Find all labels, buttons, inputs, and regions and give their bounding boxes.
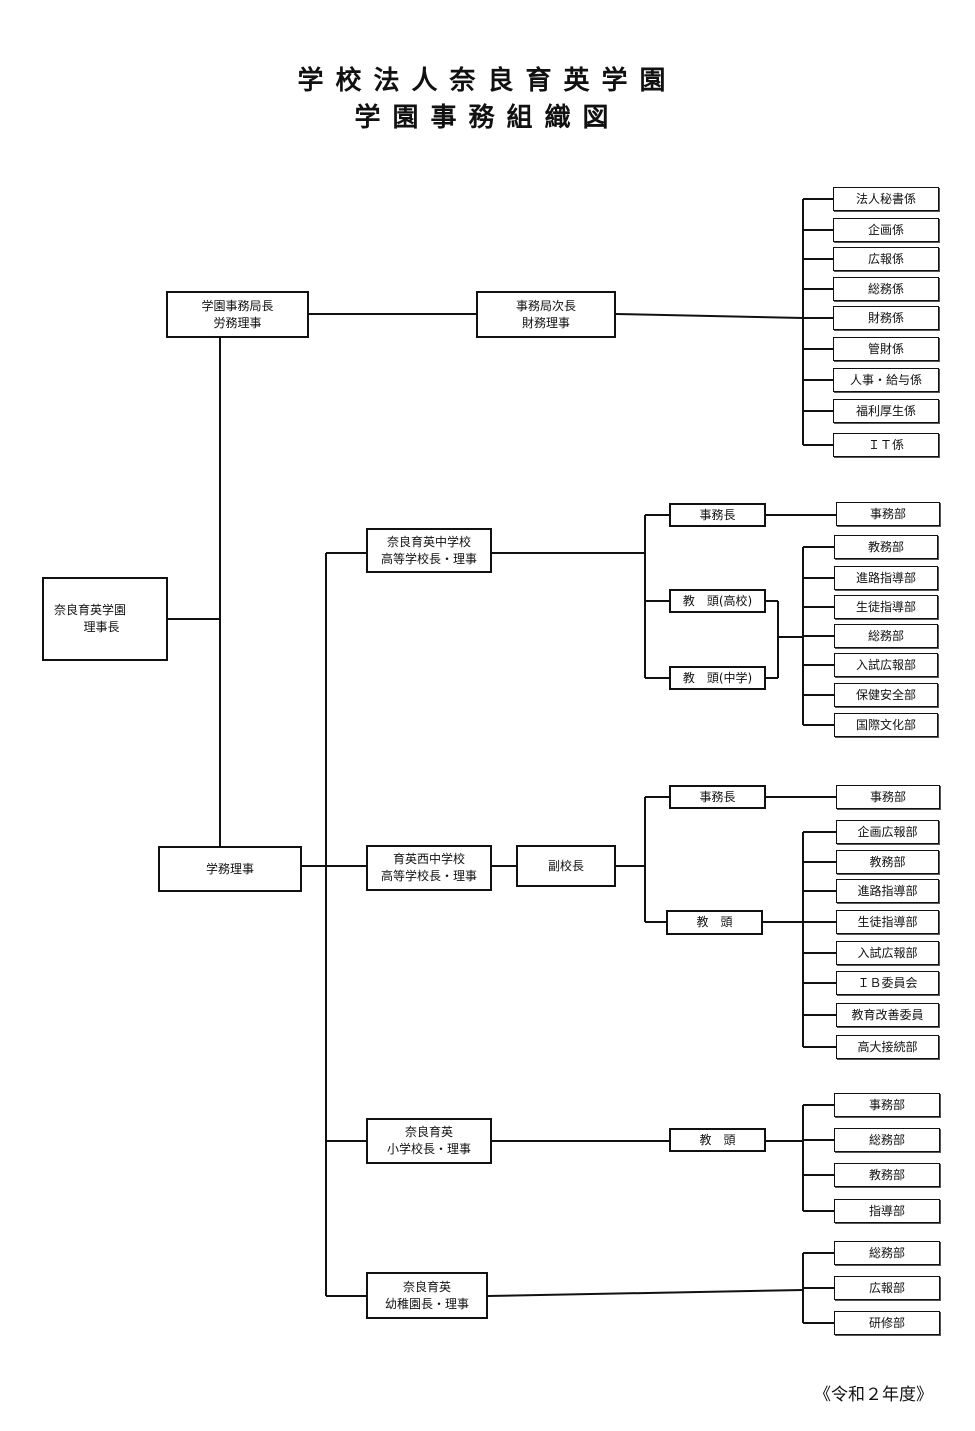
unit-box-office-units-7: 福利厚生係 — [833, 399, 939, 423]
unit-box-yochien-depts-2: 研修部 — [834, 1311, 940, 1335]
connector-line-4 — [615, 313, 804, 319]
unit-box-ikueinishi-jimubu-0: 事務部 — [836, 785, 940, 809]
unit-box-office-units-8: ＩＴ係 — [833, 433, 939, 457]
org-box-naraikuei-chukou: 奈良育英中学校 高等学校長・理事 — [366, 528, 492, 573]
org-box-shogakko-kyoto: 教 頭 — [669, 1128, 766, 1152]
chart-title-line1: 学校法人奈良育英学園 — [297, 66, 678, 96]
unit-box-naraikuei-depts-4: 入試広報部 — [834, 653, 938, 677]
unit-box-shogakko-depts-0: 事務部 — [834, 1093, 940, 1117]
unit-box-ikueinishi-depts-3: 生徒指導部 — [836, 910, 939, 934]
unit-box-office-units-0: 法人秘書係 — [833, 187, 939, 211]
org-box-ikueinishi-jimucho: 事務長 — [669, 785, 766, 809]
org-box-fukukocho: 副校長 — [516, 845, 616, 887]
org-box-naraikuei-kyoto-koko: 教 頭(高校) — [669, 589, 766, 613]
unit-box-yochien-depts-1: 広報部 — [834, 1276, 940, 1300]
unit-box-naraikuei-depts-1: 進路指導部 — [834, 566, 938, 590]
org-box-ikueinishi-kyoto: 教 頭 — [666, 910, 763, 935]
org-box-yochien: 奈良育英 幼稚園長・理事 — [366, 1272, 488, 1319]
unit-box-naraikuei-depts-5: 保健安全部 — [834, 683, 938, 707]
unit-box-naraikuei-depts-2: 生徒指導部 — [834, 595, 938, 619]
unit-box-naraikuei-depts-0: 教務部 — [834, 535, 938, 559]
unit-box-ikueinishi-depts-7: 高大接続部 — [836, 1035, 939, 1059]
org-box-gakuen-jimukyokucho: 学園事務局長 労務理事 — [166, 291, 309, 338]
fiscal-year-label: 《令和２年度》 — [814, 1385, 933, 1405]
unit-box-ikueinishi-depts-2: 進路指導部 — [836, 879, 939, 903]
unit-box-office-units-2: 広報係 — [833, 247, 939, 271]
unit-box-shogakko-depts-1: 総務部 — [834, 1128, 940, 1152]
unit-box-yochien-depts-0: 総務部 — [834, 1241, 940, 1265]
org-box-jimukyoku-jicho: 事務局次長 財務理事 — [476, 291, 616, 338]
unit-box-office-units-6: 人事・給与係 — [833, 368, 939, 392]
org-box-rijicho: 奈良育英学園 理事長 — [42, 577, 168, 661]
connector-line-63 — [487, 1289, 804, 1297]
unit-box-office-units-3: 総務係 — [833, 277, 939, 301]
unit-box-office-units-4: 財務係 — [833, 306, 939, 330]
unit-box-ikueinishi-depts-0: 企画広報部 — [836, 820, 939, 844]
org-box-gakumu-riji: 学務理事 — [158, 846, 302, 892]
org-box-naraikuei-jimucho: 事務長 — [669, 503, 766, 527]
unit-box-shogakko-depts-3: 指導部 — [834, 1199, 940, 1223]
unit-box-shogakko-depts-2: 教務部 — [834, 1163, 940, 1187]
unit-box-ikueinishi-depts-6: 教育改善委員 — [836, 1003, 939, 1027]
org-box-shogakko: 奈良育英 小学校長・理事 — [366, 1118, 492, 1164]
unit-box-office-units-1: 企画係 — [833, 218, 939, 242]
unit-box-ikueinishi-depts-4: 入試広報部 — [836, 941, 939, 965]
unit-box-naraikuei-depts-6: 国際文化部 — [834, 713, 938, 737]
org-box-ikueinishi-chukou: 育英西中学校 高等学校長・理事 — [366, 845, 492, 891]
unit-box-naraikuei-jimubu-0: 事務部 — [836, 502, 940, 526]
org-box-naraikuei-kyoto-chugaku: 教 頭(中学) — [669, 666, 766, 690]
unit-box-ikueinishi-depts-1: 教務部 — [836, 850, 939, 874]
unit-box-ikueinishi-depts-5: ＩＢ委員会 — [836, 971, 939, 995]
chart-title-line2: 学園事務組織図 — [354, 103, 621, 133]
unit-box-naraikuei-depts-3: 総務部 — [834, 624, 938, 648]
unit-box-office-units-5: 管財係 — [833, 337, 939, 361]
